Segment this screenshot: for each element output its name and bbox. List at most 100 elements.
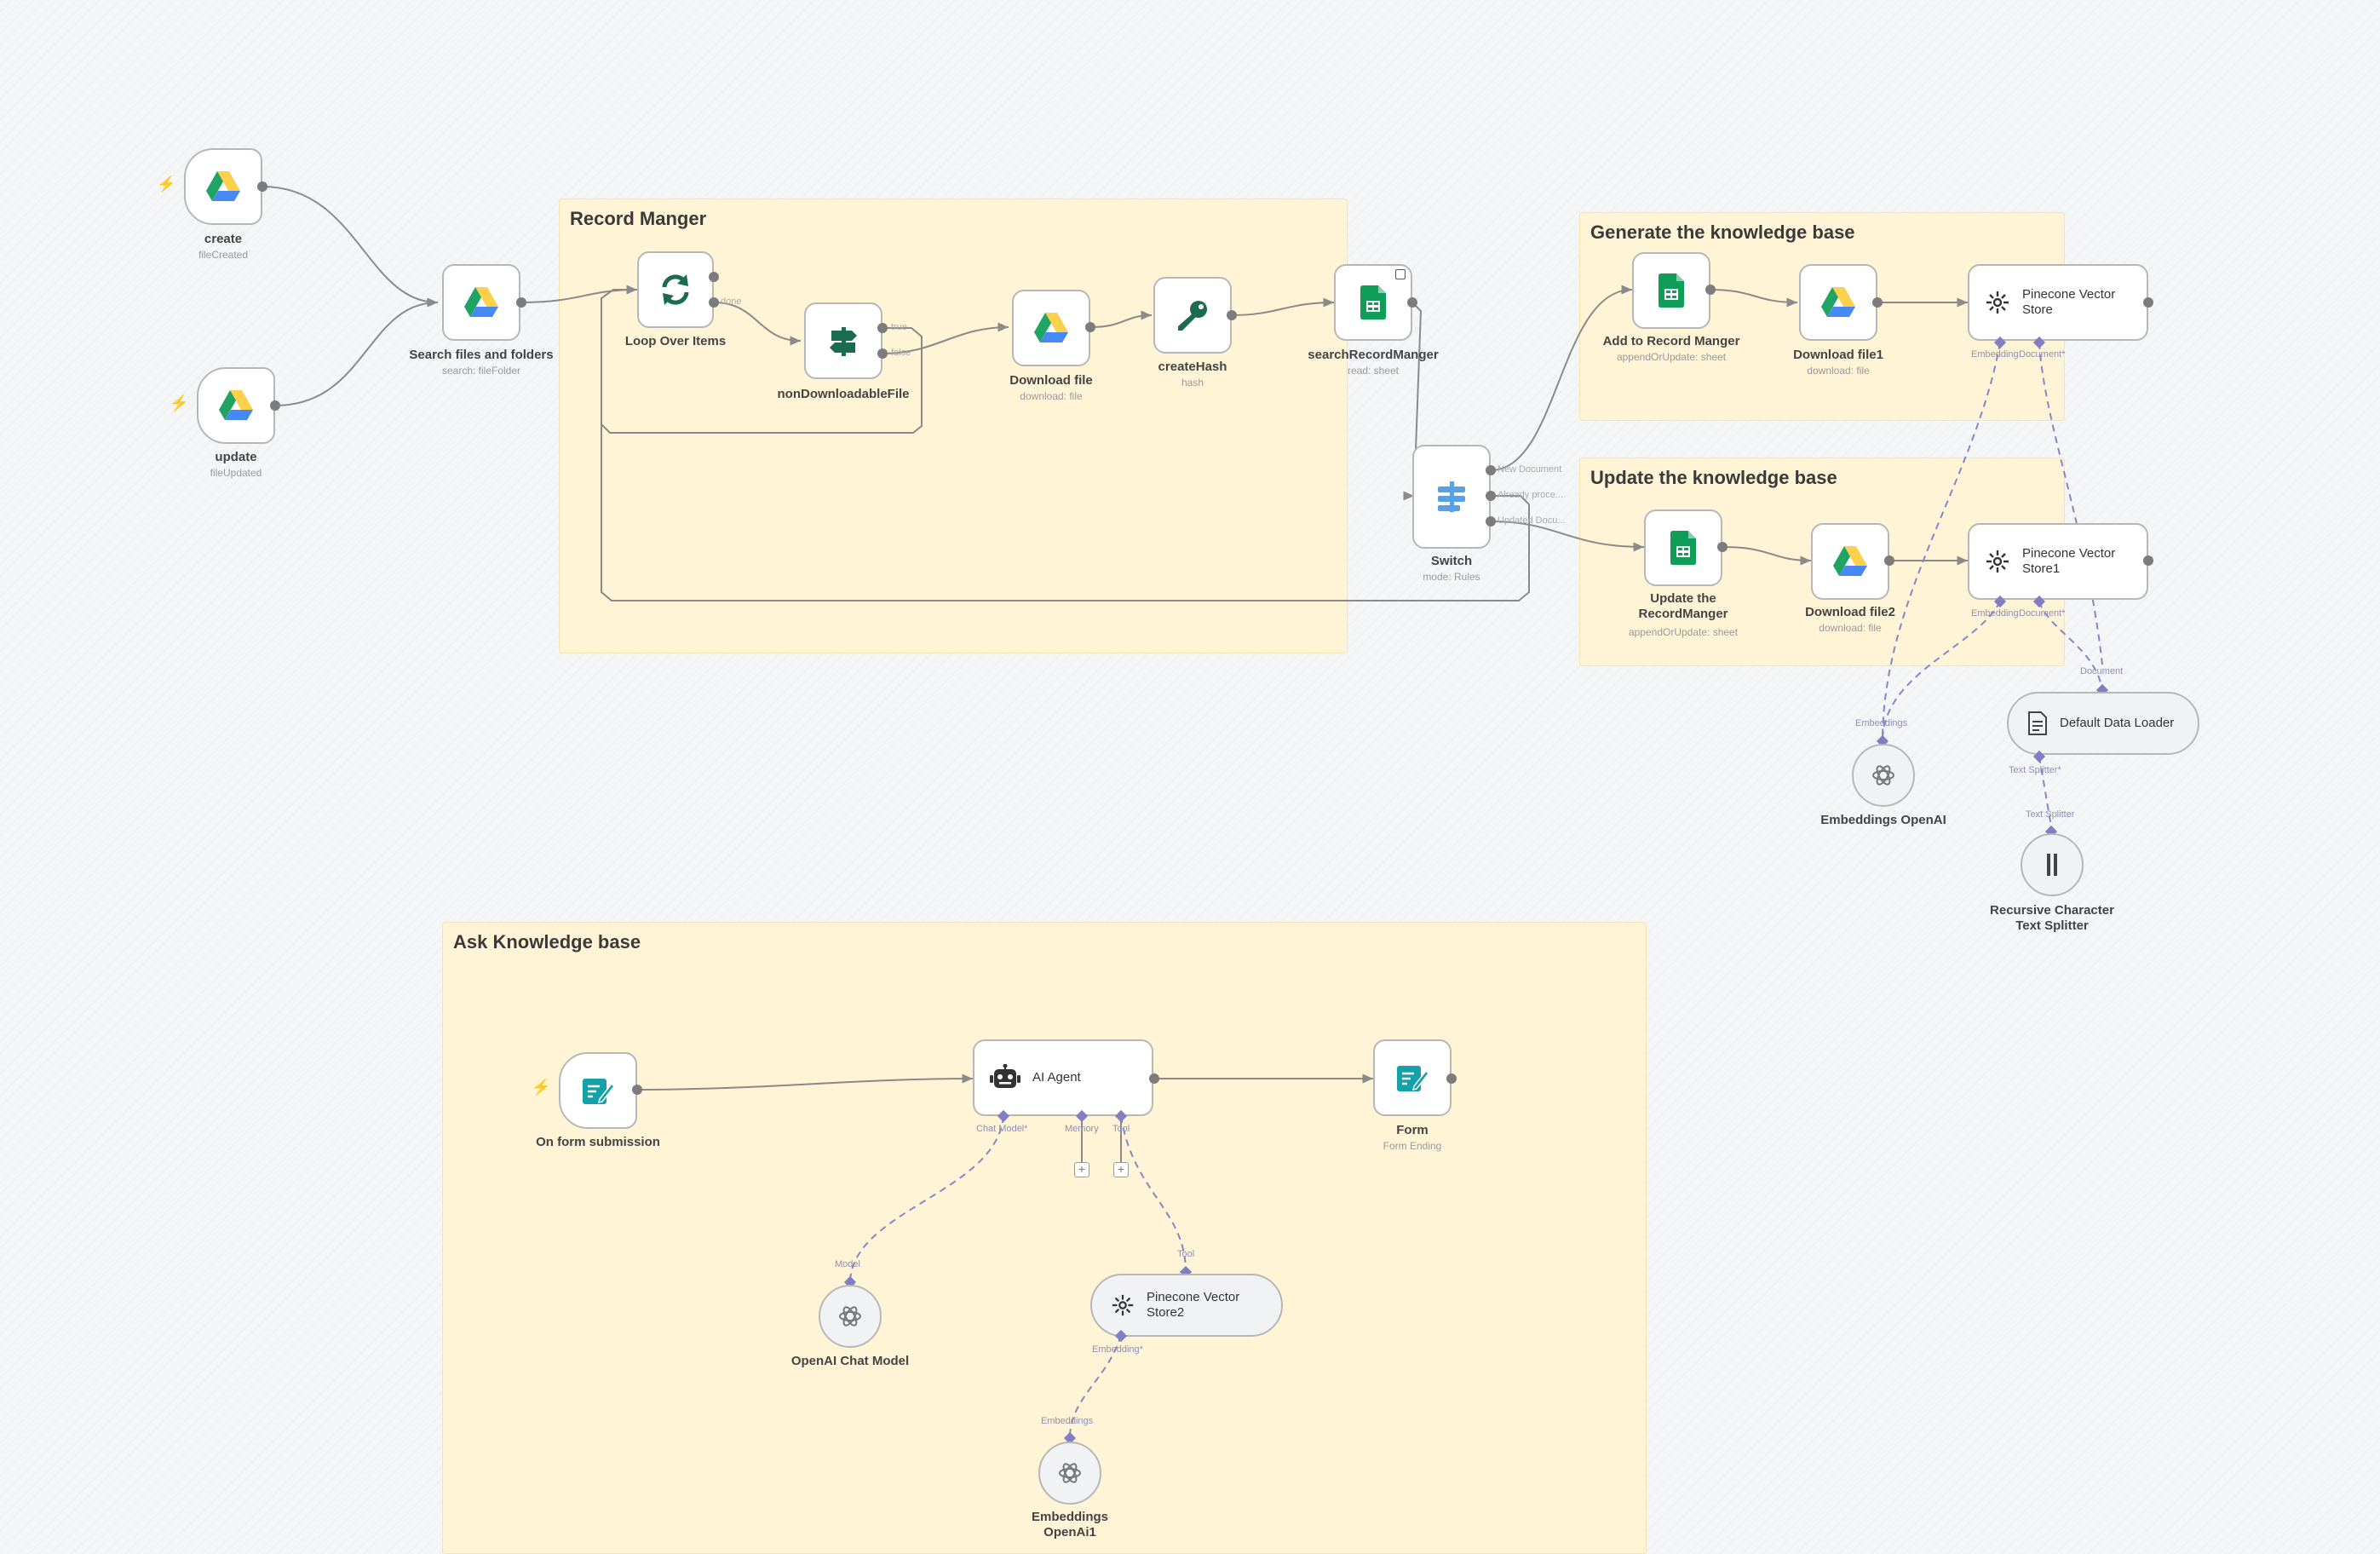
port-label: Embedding* <box>1092 1344 1143 1355</box>
node-label: On form submission <box>536 1135 660 1149</box>
node-subtitle: download: file <box>1819 622 1882 634</box>
output-port[interactable] <box>1407 297 1417 308</box>
add-tool-button[interactable]: + <box>1113 1162 1129 1177</box>
output-port-new-document[interactable] <box>1486 465 1496 475</box>
output-port-updated-document[interactable] <box>1486 516 1496 527</box>
if-signpost-icon <box>830 327 857 356</box>
node-search-files-and-folders[interactable] <box>442 264 520 341</box>
node-label: Download file2 <box>1805 605 1895 619</box>
node-label: Embeddings OpenAi1 <box>1031 1510 1108 1540</box>
node-loop-over-items[interactable] <box>637 251 714 328</box>
output-port-already-processed[interactable] <box>1486 491 1496 501</box>
form-icon <box>583 1079 615 1104</box>
form-icon <box>1397 1066 1429 1091</box>
output-port[interactable] <box>2143 297 2153 308</box>
key-icon <box>1178 301 1207 331</box>
node-pinecone-vector-store1[interactable]: Pinecone Vector Store1 <box>1968 523 2148 600</box>
node-create-hash[interactable] <box>1153 277 1232 354</box>
node-download-file[interactable] <box>1012 290 1090 366</box>
node-subtitle: appendOrUpdate: sheet <box>1628 626 1739 638</box>
output-port[interactable] <box>1446 1073 1457 1084</box>
switch-icon <box>1438 481 1465 512</box>
node-label: Add to Record Manger <box>1602 334 1740 348</box>
sticky-ask-knowledge-base[interactable]: Ask Knowledge base <box>442 922 1647 1554</box>
node-label: Pinecone Vector Store <box>2022 287 2116 317</box>
node-subtitle: hash <box>1181 377 1204 388</box>
port-label: Model <box>835 1259 860 1269</box>
port-label: Chat Model* <box>976 1124 1028 1134</box>
google-drive-icon <box>1833 546 1867 576</box>
node-subtitle: mode: Rules <box>1423 571 1480 583</box>
node-download-file2[interactable] <box>1811 523 1889 600</box>
node-label: Embeddings OpenAI <box>1820 813 1946 827</box>
output-port[interactable] <box>1705 285 1716 295</box>
output-port[interactable] <box>1149 1073 1159 1084</box>
node-embeddings-openai[interactable] <box>1852 744 1915 807</box>
port-label: Memory <box>1065 1124 1099 1134</box>
trigger-bolt-icon: ⚡ <box>170 394 189 412</box>
output-port[interactable] <box>632 1085 642 1095</box>
node-label: Pinecone Vector Store1 <box>2022 546 2116 576</box>
port-label: Embeddings <box>1041 1416 1094 1426</box>
node-ai-agent[interactable]: AI Agent <box>973 1039 1153 1116</box>
port-label: Embeddings <box>1855 718 1908 728</box>
node-create[interactable] <box>184 148 262 225</box>
port-label: Document* <box>2019 349 2066 360</box>
output-port[interactable] <box>1227 310 1237 320</box>
google-drive-icon <box>206 171 240 201</box>
output-port[interactable] <box>1085 322 1095 332</box>
output-port-false[interactable] <box>877 348 888 359</box>
node-subtitle: fileUpdated <box>210 467 262 479</box>
node-label: createHash <box>1158 360 1227 374</box>
add-memory-button[interactable]: + <box>1074 1162 1089 1177</box>
node-label: nonDownloadableFile <box>777 387 910 401</box>
node-label: update <box>215 450 257 464</box>
node-pinecone-vector-store[interactable]: Pinecone Vector Store <box>1968 264 2148 341</box>
node-label: Download file1 <box>1793 348 1883 362</box>
node-embeddings-openai1[interactable] <box>1038 1442 1101 1505</box>
port-label: Tool <box>1177 1249 1195 1259</box>
node-non-downloadable-file[interactable] <box>804 302 882 379</box>
port-label: true <box>891 322 907 332</box>
output-port[interactable] <box>1884 555 1894 566</box>
node-form[interactable] <box>1373 1039 1452 1116</box>
pinecone-icon <box>1986 550 2009 573</box>
port-label: Embedding <box>1971 608 2019 619</box>
node-update-record-manager[interactable] <box>1644 509 1722 586</box>
output-port[interactable] <box>1717 542 1728 552</box>
node-recursive-character-text-splitter[interactable] <box>2021 833 2084 896</box>
node-pinecone-vector-store2[interactable]: Pinecone Vector Store2 <box>1090 1274 1283 1337</box>
node-subtitle: Form Ending <box>1383 1140 1442 1152</box>
output-port[interactable] <box>270 400 280 411</box>
node-label: Pinecone Vector Store2 <box>1147 1290 1240 1320</box>
wire-create-search <box>262 186 439 308</box>
node-label: Loop Over Items <box>624 334 727 348</box>
google-sheets-icon <box>1360 285 1386 319</box>
trigger-bolt-icon: ⚡ <box>157 176 176 193</box>
port-label: Embedding <box>1971 349 2019 360</box>
output-port-true[interactable] <box>877 323 888 333</box>
output-port[interactable] <box>709 272 719 282</box>
output-port[interactable] <box>2143 555 2153 566</box>
node-switch[interactable] <box>1412 445 1491 549</box>
output-port[interactable] <box>709 297 719 308</box>
output-port[interactable] <box>1872 297 1883 308</box>
node-default-data-loader[interactable]: Default Data Loader <box>2007 692 2199 755</box>
node-add-to-record-manager[interactable] <box>1632 252 1710 329</box>
node-label: Update the RecordManger <box>1638 591 1728 621</box>
node-update[interactable] <box>197 367 275 444</box>
node-on-form-submission[interactable] <box>559 1052 637 1129</box>
output-port[interactable] <box>516 297 526 308</box>
port-label: Text Splitter* <box>2009 765 2061 775</box>
output-port[interactable] <box>257 181 267 192</box>
node-openai-chat-model[interactable] <box>819 1285 882 1348</box>
google-drive-icon <box>1034 313 1068 342</box>
google-drive-icon <box>464 287 498 317</box>
node-download-file1[interactable] <box>1799 264 1877 341</box>
node-label: Switch <box>1430 554 1473 568</box>
pinecone-icon <box>1112 1294 1134 1316</box>
sticky-title: Update the knowledge base <box>1590 467 1837 488</box>
node-search-record-manager[interactable] <box>1334 264 1412 341</box>
node-label: Form <box>1396 1123 1429 1137</box>
